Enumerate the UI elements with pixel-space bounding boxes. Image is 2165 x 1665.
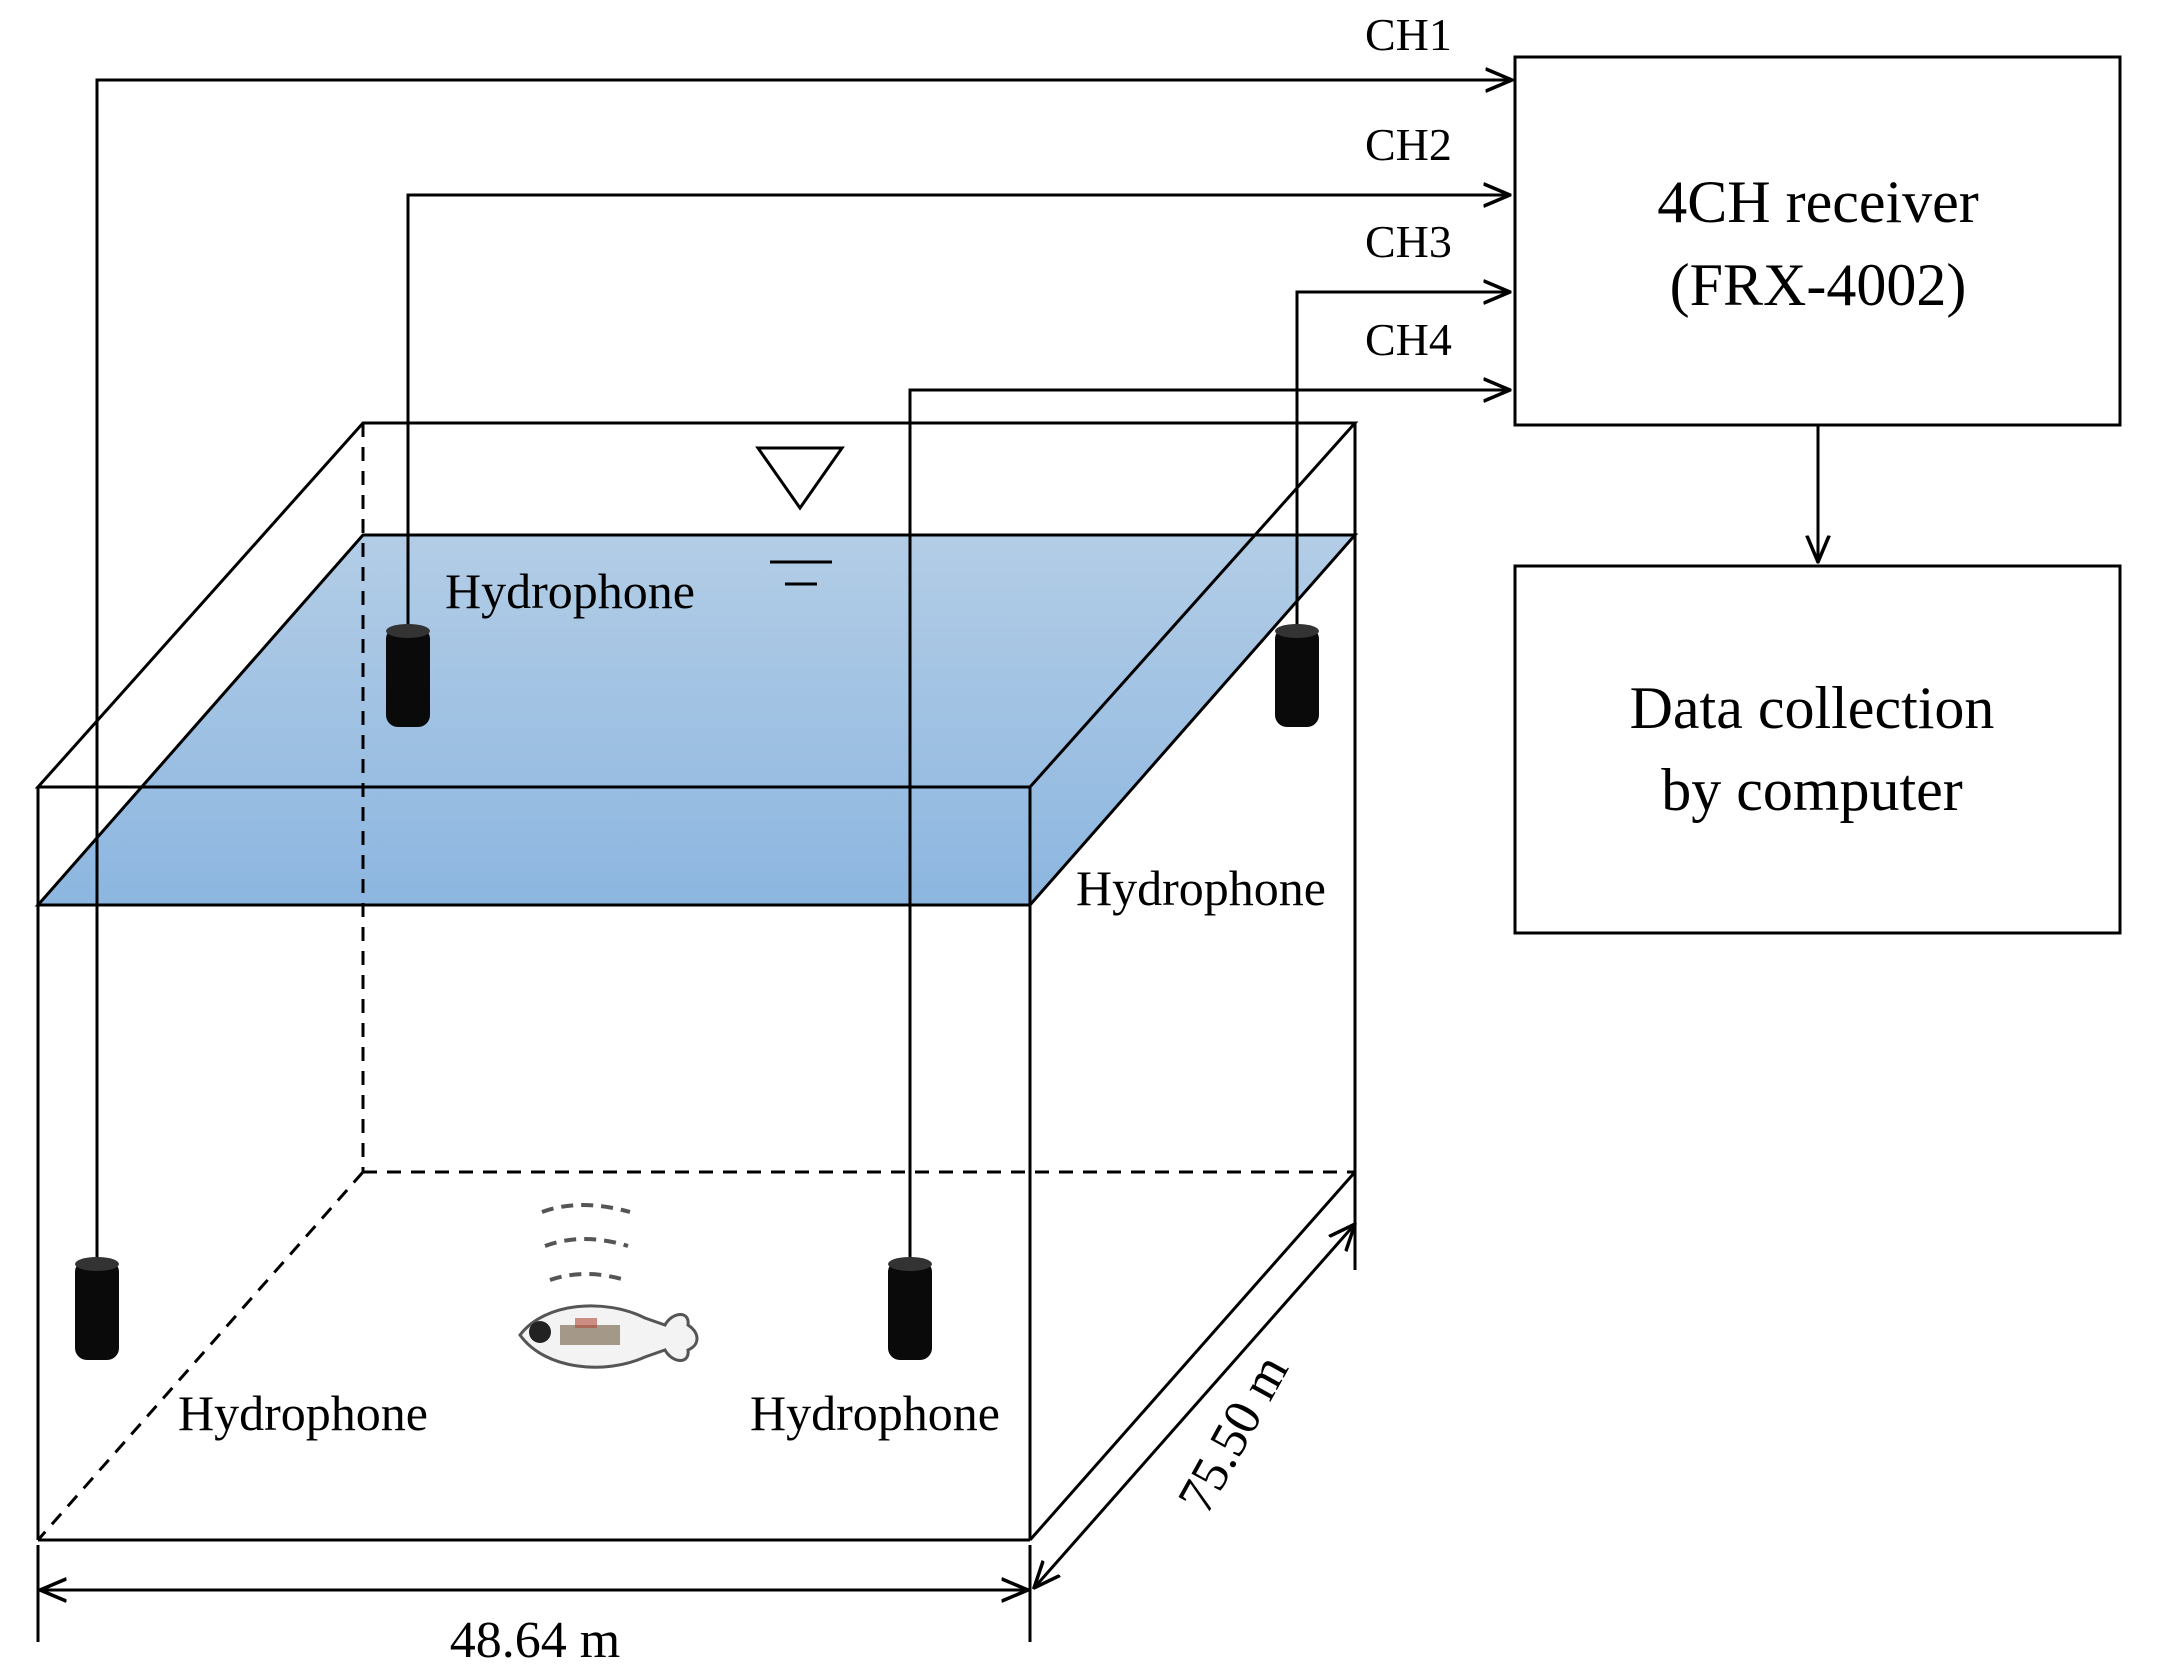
channel-label-ch4: CH4 bbox=[1365, 314, 1452, 365]
channel-label-ch3: CH3 bbox=[1365, 216, 1452, 267]
tank-hidden-edges bbox=[36, 423, 1355, 1541]
hydrophone-label-top-right: Hydrophone bbox=[1076, 860, 1326, 916]
length-dimension-label: 75.50 m bbox=[1167, 1346, 1299, 1523]
water-level-icon bbox=[755, 446, 845, 586]
signal-waves-icon bbox=[541, 1203, 631, 1282]
receiver-label-line2: (FRX-4002) bbox=[1670, 252, 1967, 318]
length-dimension bbox=[1034, 1224, 1355, 1588]
hydrophone-label-bottom-left: Hydrophone bbox=[178, 1385, 428, 1441]
hydrophone-label-top-left: Hydrophone bbox=[445, 563, 695, 619]
hydrophone-label-bottom-right: Hydrophone bbox=[750, 1385, 1000, 1441]
computer-label-line2: by computer bbox=[1661, 757, 1963, 823]
cable-ch1 bbox=[95, 80, 1512, 1262]
computer-label-line1: Data collection bbox=[1630, 675, 1995, 741]
hydrophone-icon-top-left bbox=[386, 624, 430, 727]
water-surface bbox=[34, 533, 1359, 907]
cable-ch4 bbox=[908, 390, 1510, 1262]
hydrophone-icon-top-right bbox=[1275, 624, 1319, 727]
cables bbox=[95, 80, 1512, 1262]
cable-ch2 bbox=[406, 195, 1510, 630]
channel-label-ch1: CH1 bbox=[1365, 9, 1452, 60]
receiver-box bbox=[1513, 55, 2122, 427]
width-dimension bbox=[36, 1545, 1032, 1642]
hydrophone-icon-bottom-left bbox=[75, 1257, 119, 1360]
tank-box bbox=[34, 421, 1359, 1542]
width-dimension-label: 48.64 m bbox=[450, 1612, 620, 1665]
receiver-label-line1: 4CH receiver bbox=[1657, 169, 1979, 235]
hydrophone-icon-bottom-right bbox=[888, 1257, 932, 1360]
channel-label-ch2: CH2 bbox=[1365, 119, 1452, 170]
computer-box bbox=[1513, 564, 2122, 935]
fish-icon bbox=[518, 1304, 699, 1369]
cable-ch3 bbox=[1295, 292, 1510, 630]
